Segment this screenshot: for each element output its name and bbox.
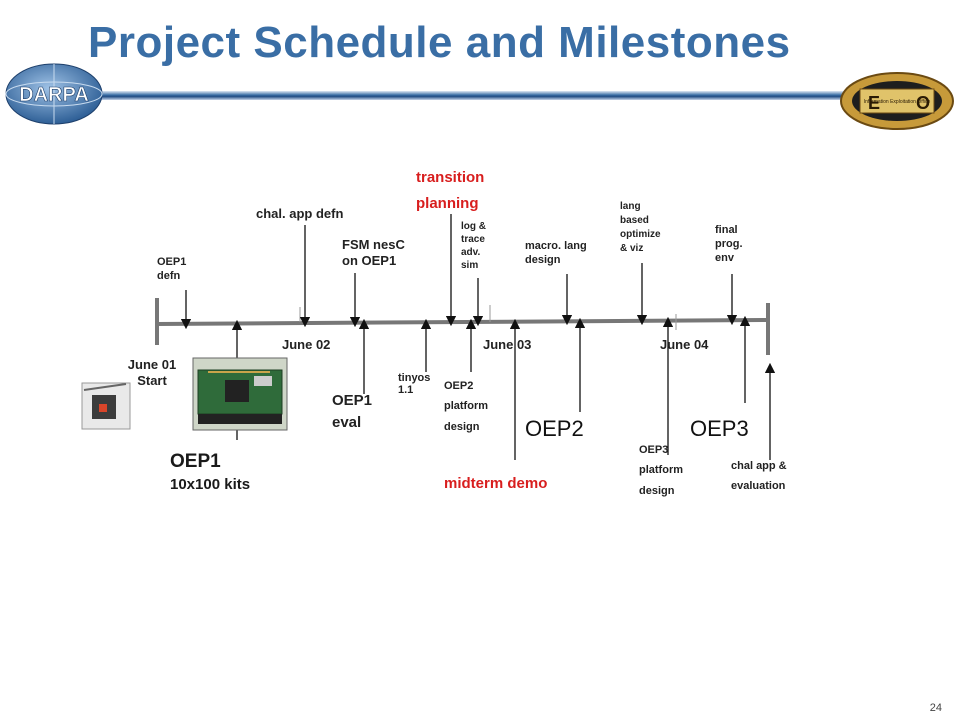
ixo-logo-e: E <box>868 93 880 113</box>
label-oep2: OEP2 <box>525 416 584 441</box>
mote-board-small-image <box>81 382 131 430</box>
oep1-kit-image <box>192 357 288 431</box>
label-oep1-kits: OEP1 10x100 kits <box>170 451 251 493</box>
header-bar <box>60 91 900 100</box>
ixo-logo-o: O <box>916 93 930 113</box>
tick-label-june03: June 03 <box>483 337 532 352</box>
ixo-logo-caption: Information Exploitation Office <box>864 99 931 105</box>
label-midterm-demo: midterm demo <box>444 475 548 492</box>
tick-label-june02: June 02 <box>282 337 331 352</box>
label-chal-app-defn: chal. app defn <box>256 206 344 221</box>
slide-title: Project Schedule and Milestones <box>88 18 791 67</box>
darpa-logo-text: DARPA <box>19 84 89 106</box>
page-number: 24 <box>929 702 942 714</box>
label-oep3: OEP3 <box>690 416 749 441</box>
tick-label-june04: June 04 <box>660 337 709 352</box>
ixo-logo: E O Information Exploitation Office <box>840 72 954 130</box>
label-chal-app-eval: chal app &evaluation <box>731 460 787 493</box>
darpa-logo: DARPA <box>5 63 103 125</box>
